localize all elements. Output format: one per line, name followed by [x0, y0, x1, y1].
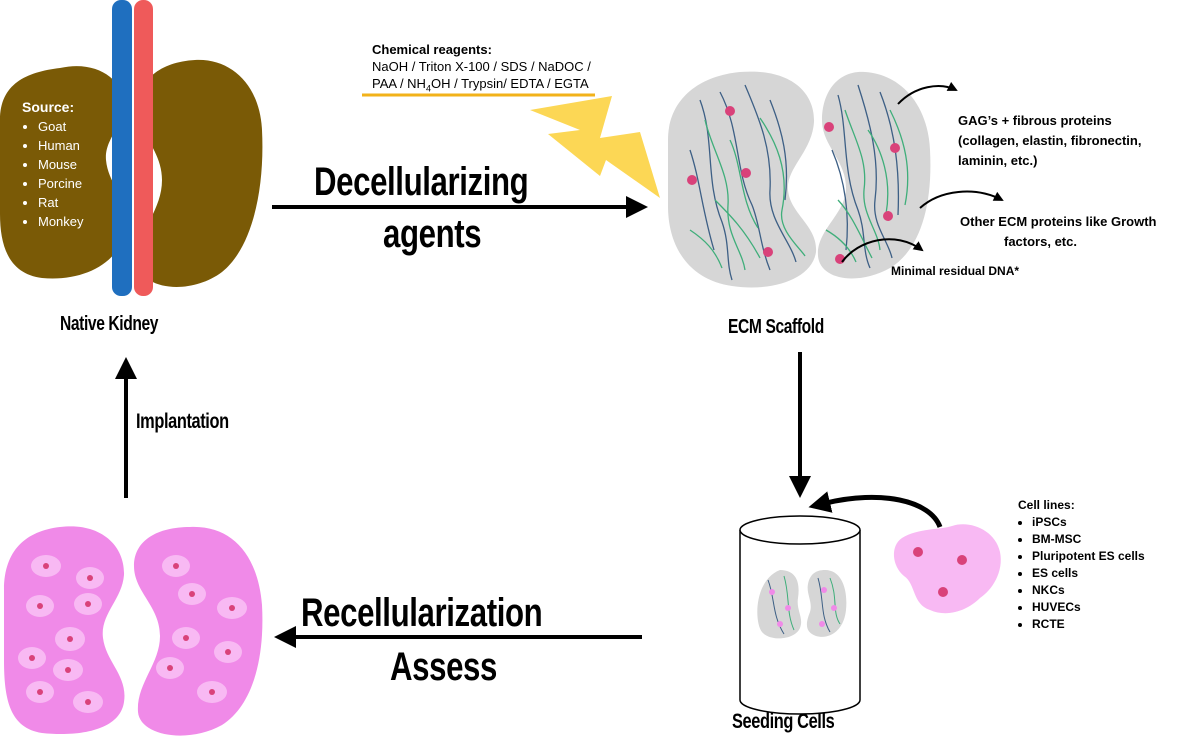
native-kidney-right-lobe — [137, 59, 263, 287]
source-item: Human — [38, 136, 84, 155]
ecm-scaffold-illustration — [668, 71, 1004, 288]
recellularization-label: Recellularization — [301, 591, 543, 635]
cell-cluster — [893, 524, 1001, 614]
seeding-cylinder — [739, 515, 861, 715]
seeding-curve-arrow — [808, 491, 943, 529]
ecm-fibers-green — [689, 109, 909, 271]
mini-scaffold-fibers — [767, 575, 841, 635]
cell-line-item: Pluripotent ES cells — [1032, 548, 1145, 565]
cell-line-item: iPSCs — [1032, 514, 1145, 531]
decellularizing-label: Decellularizing — [314, 160, 529, 204]
source-list: Source: Goat Human Mouse Porcine Rat Mon… — [22, 98, 84, 231]
cell-line-item: BM-MSC — [1032, 531, 1145, 548]
source-item: Monkey — [38, 212, 84, 231]
implantation-label: Implantation — [136, 410, 229, 433]
cell-lines-items: iPSCs BM-MSC Pluripotent ES cells ES cel… — [1018, 514, 1145, 633]
reagents-line1: NaOH / Triton X-100 / SDS / NaDOC / — [372, 59, 591, 74]
recell-cells — [18, 555, 247, 713]
cell-line-item: NKCs — [1032, 582, 1145, 599]
cell-lines-list: Cell lines: iPSCs BM-MSC Pluripotent ES … — [1018, 497, 1145, 633]
reagents-title: Chemical reagents: — [372, 42, 492, 57]
source-items: Goat Human Mouse Porcine Rat Monkey — [22, 117, 84, 231]
scaffold-right-lobe — [817, 71, 931, 279]
other-line1: Other ECM proteins like Growth — [960, 214, 1157, 229]
gags-line3: laminin, etc.) — [958, 153, 1038, 168]
chemical-reagents: Chemical reagents: NaOH / Triton X-100 /… — [372, 41, 591, 98]
source-item: Porcine — [38, 174, 84, 193]
native-kidney-label: Native Kidney — [60, 313, 159, 335]
native-kidney-illustration — [0, 0, 263, 296]
arrow-to-gags — [897, 81, 958, 105]
mini-scaffold-cells — [769, 587, 837, 627]
gags-line1: GAG’s + fibrous proteins — [958, 113, 1112, 128]
native-kidney-left-lobe — [0, 66, 127, 279]
residual-dna-annotation: Minimal residual DNA* — [891, 264, 1020, 278]
seeding-cells-label: Seeding Cells — [732, 710, 835, 733]
vein-vessel — [134, 0, 153, 296]
source-item: Rat — [38, 193, 84, 212]
mini-scaffold-right — [806, 570, 847, 637]
other-line2: factors, etc. — [1004, 234, 1077, 249]
source-title: Source: — [22, 99, 75, 115]
reagents-line2: PAA / NH4OH / Trypsin/ EDTA / EGTA — [372, 75, 591, 98]
other-ecm-annotation: Other ECM proteins like Growth factors, … — [960, 212, 1156, 252]
mini-scaffold-left — [757, 570, 802, 639]
cell-line-item: HUVECs — [1032, 599, 1145, 616]
arrow-to-other-ecm — [919, 190, 1004, 209]
arrow-residual-dna — [841, 238, 924, 263]
recell-kidney-right-lobe — [134, 526, 263, 736]
lightning-bolt — [530, 96, 660, 198]
assess-label: Assess — [390, 645, 497, 689]
gags-annotation: GAG’s + fibrous proteins (collagen, elas… — [958, 111, 1141, 171]
ecm-scaffold-label: ECM Scaffold — [728, 316, 824, 338]
cell-line-item: RCTE — [1032, 616, 1145, 633]
gags-line2: (collagen, elastin, fibronectin, — [958, 133, 1142, 148]
recellularized-kidney — [4, 526, 263, 736]
reagents-subscript: 4 — [425, 83, 431, 94]
agents-label: agents — [383, 212, 482, 256]
ecm-residual-cells — [687, 106, 900, 264]
artery-vessel — [112, 0, 132, 296]
source-item: Mouse — [38, 155, 84, 174]
cell-lines-title: Cell lines: — [1018, 498, 1075, 512]
source-item: Goat — [38, 117, 84, 136]
cell-line-item: ES cells — [1032, 565, 1145, 582]
reagents-line2-a: PAA / NH — [372, 76, 426, 91]
reagents-line2-b: OH / Trypsin/ EDTA / EGTA — [430, 76, 589, 91]
